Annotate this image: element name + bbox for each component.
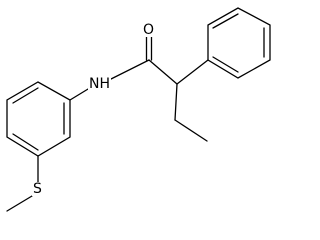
aryl-inner-bond-3	[12, 87, 39, 104]
phenyl-inner-bond-1	[212, 13, 239, 29]
oxygen-atom-label: O	[142, 22, 156, 38]
sulfur-to-methyl-bond	[6, 195, 33, 212]
ethyl-bond	[174, 119, 208, 142]
sulfur-atom-label: S	[32, 181, 43, 197]
methine-to-ethyl-bond	[174, 83, 178, 121]
methine-to-phenyl-bond	[176, 59, 209, 85]
amide-nitrogen-label: NH	[88, 76, 111, 92]
molecule-canvas: O NH S	[6, 7, 271, 212]
phenyl-ring	[207, 7, 271, 79]
aryl-inner-bond-2	[12, 133, 39, 151]
aryl-ring	[6, 81, 71, 157]
phenyl-inner-bond-3	[212, 56, 239, 73]
carbonyl-to-nitrogen-bond	[108, 59, 150, 81]
carbonyl-to-methine-bond	[148, 59, 178, 85]
